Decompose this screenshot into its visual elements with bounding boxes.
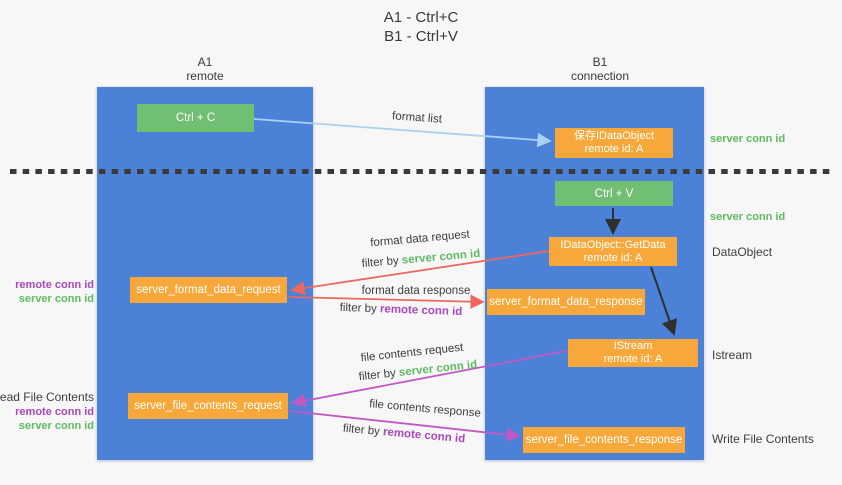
node-server-format-data-request-label: server_format_data_request [136,284,281,296]
column-b1-subtitle: connection [570,69,630,83]
label-dataobject: DataObject [712,245,773,259]
column-b1-name: B1 [592,55,608,69]
filter-by-text: filter by [339,301,377,316]
node-ctrl-c: Ctrl + C [137,104,254,132]
arrow-getdata-to-istream [650,266,678,336]
node-istream-line2: remote id: A [603,353,663,365]
node-server-format-data-request: server_format_data_request [130,277,287,303]
label-istream: Istream [712,348,753,362]
node-server-file-contents-response: server_file_contents_response [523,427,685,453]
arrow-format-data-response [288,294,485,309]
arrow-format-list [253,118,552,148]
label-server-conn-id-mid: server conn id [710,211,786,223]
node-save-idataobject: 保存IDataObject remote id: A [555,128,673,158]
label-read-file-contents: Read File Contents [0,390,94,404]
label-write-file-contents: Write File Contents [712,432,814,446]
arrow-file-contents-response [289,410,521,442]
node-ctrl-c-label: Ctrl + C [175,112,216,124]
label-remote-conn-id-left-1: remote conn id [15,279,94,291]
node-idataobject-getdata-line1: IDataObject::GetData [560,238,666,251]
label-server-conn-id-left-2: server conn id [18,420,94,432]
label-format-data-response: format data response [361,285,471,297]
left-conn-id-labels-format: remote conn id server conn id [15,278,94,306]
column-a1-name: A1 [197,55,213,69]
node-istream-line1: IStream [613,340,653,352]
node-save-idataobject-line1: 保存IDataObject [573,130,655,142]
label-remote-conn-id-left-2: remote conn id [15,406,94,418]
node-server-file-contents-response-label: server_file_contents_response [525,434,683,446]
label-server-conn-id-left-1: server conn id [18,293,94,305]
title-line-2: B1 - Ctrl+V [384,28,458,45]
label-server-conn-id-top: server conn id [710,133,786,145]
left-labels-file-contents: Read File Contents remote conn id server… [0,390,94,433]
node-idataobject-getdata: IDataObject::GetData remote id: A [549,237,677,266]
diagram-title: A1 - Ctrl+C B1 - Ctrl+V [0,8,842,46]
arrow-file-contents-request [291,350,567,408]
arrow-format-data-request [290,250,550,296]
node-ctrl-v: Ctrl + V [555,181,673,206]
node-server-file-contents-request-label: server_file_contents_request [134,400,282,412]
node-server-format-data-response-label: server_format_data_response [489,296,643,308]
column-header-a1: A1 remote [135,55,275,83]
node-idataobject-getdata-line2: remote id: A [583,251,643,264]
node-ctrl-v-label: Ctrl + V [594,187,634,200]
column-a1-subtitle: remote [186,69,224,83]
title-line-1: A1 - Ctrl+C [383,9,459,26]
node-save-idataobject-line2: remote id: A [584,143,644,155]
node-server-file-contents-request: server_file_contents_request [128,393,288,419]
node-istream: IStream remote id: A [568,339,698,367]
column-header-b1: B1 connection [530,55,670,83]
node-server-format-data-response: server_format_data_response [487,289,645,315]
